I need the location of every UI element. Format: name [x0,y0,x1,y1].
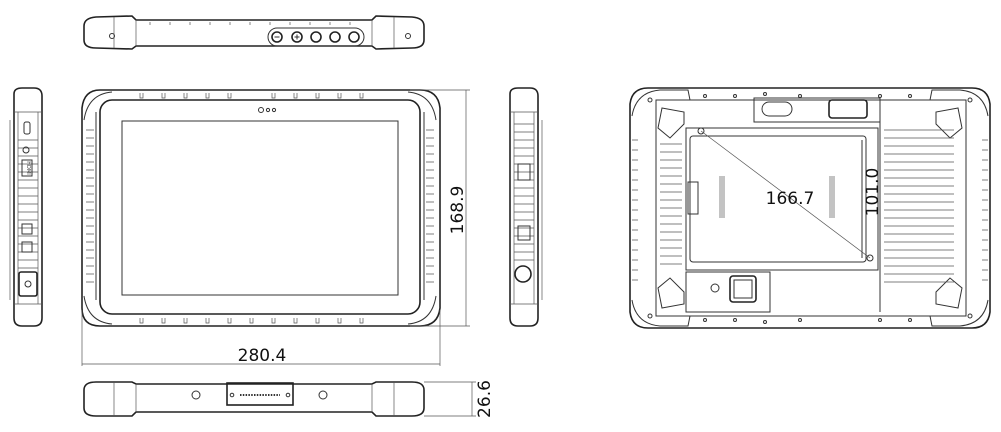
battery-height-label: 101.0 [863,168,883,217]
button-panel [267,27,365,47]
nfc-logo-icon [710,283,720,293]
screw-hole-icon [405,33,411,39]
screw-icon [866,254,874,262]
strap-clip-icon [657,277,685,309]
right-side-view [509,87,543,327]
front-camera-icon [258,107,264,113]
volume-up-button-icon [291,31,303,43]
screw-hole-icon [191,390,201,400]
rear-camera-icon [761,101,793,117]
audio-jack-icon [22,146,30,154]
function-key-1-icon [310,31,322,43]
usb-port-icon [21,223,33,235]
strap-clip-icon [657,107,685,139]
screw-icon [697,127,705,135]
svg-text:HDMI: HDMI [25,161,31,174]
bottom-view: 26.6 [83,380,495,418]
sim-slot-icon [23,121,31,135]
display-screen [121,120,399,296]
light-sensor-icon [265,107,271,113]
dc-in-port-icon [18,271,38,297]
battery-diagonal-label: 166.7 [766,189,815,209]
strap-clip-icon [935,107,963,139]
front-view: 168.9 280.4 [81,89,470,366]
screw-hole-icon [109,33,115,39]
battery-pack [689,135,867,263]
volume-down-button-icon [271,31,283,43]
barcode-scanner-window-icon [828,99,868,119]
top-view [83,15,425,50]
thickness-dimension-label: 26.6 [475,380,495,418]
fingerprint-sensor-icon [729,275,757,303]
docking-connector [226,382,294,406]
function-key-2-icon [348,31,360,43]
back-view: 166.7 101.0 [629,87,991,329]
strap-clip-icon [935,277,963,309]
power-button-icon [329,31,341,43]
port-cover-icon [517,163,531,181]
usb-port-icon [21,241,33,253]
port-cover-icon [517,225,531,241]
hand-strap-mount-icon [514,265,532,283]
screw-hole-icon [318,390,328,400]
battery-compartment [685,127,879,271]
left-side-view: HDMI [9,87,43,327]
hdmi-port-icon [21,159,33,177]
height-dimension-label: 168.9 [448,186,468,235]
battery-latch-icon [687,181,699,215]
width-dimension-label: 280.4 [238,346,287,366]
led-indicator-icon [271,107,277,113]
top-buttons [271,31,360,43]
